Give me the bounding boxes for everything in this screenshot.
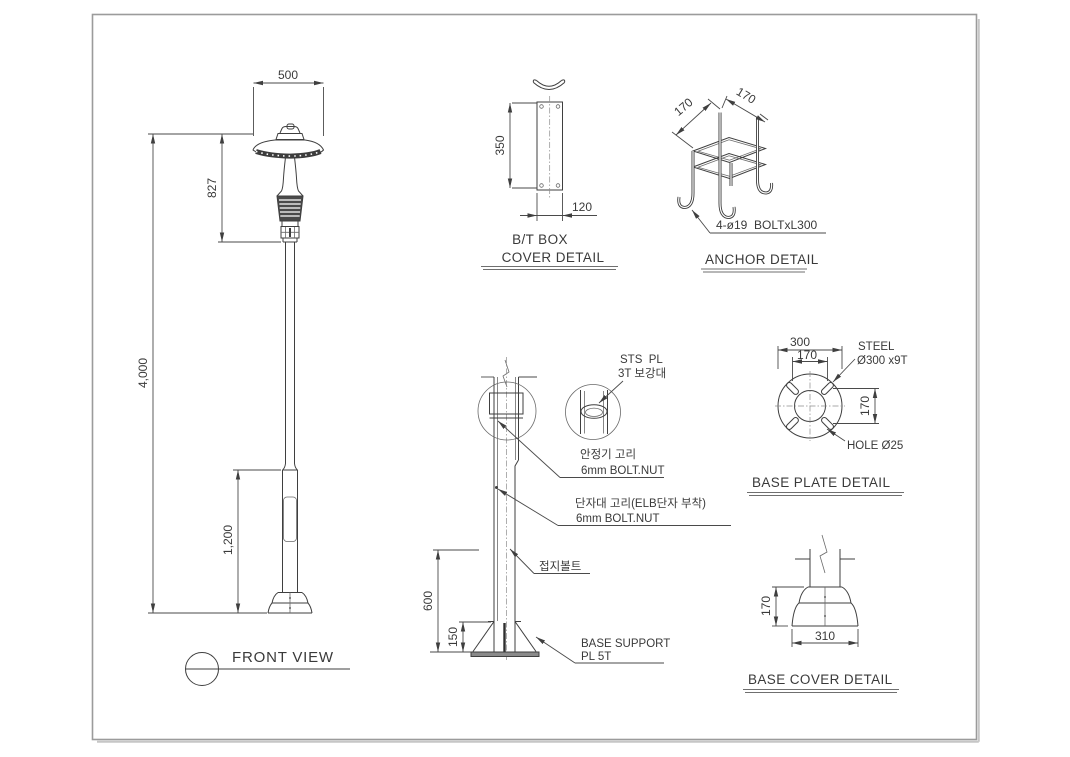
terminal-note-line1: 단자대 고리(ELB단자 부착) (575, 497, 706, 510)
base-cover-title-label: BASE COVER DETAIL (748, 672, 893, 687)
dim-150: 150 (446, 621, 491, 652)
steel-note: STEEL Ø300 x9T (832, 341, 908, 383)
base-support (470, 621, 540, 657)
dim-350: 350 (493, 102, 537, 189)
terminal-note: 단자대 고리(ELB단자 부착) 6mm BOLT.NUT (495, 486, 731, 526)
hole-note-label: HOLE Ø25 (847, 440, 903, 452)
plate-slots (785, 381, 834, 430)
dim-827: 827 (205, 134, 281, 243)
base-support-line2: PL 5T (581, 651, 611, 663)
sts-note-line2: 3T 보강대 (618, 367, 666, 380)
hand-hole-door (283, 496, 297, 542)
base-plate-title-label: BASE PLATE DETAIL (752, 475, 890, 490)
hole-note: HOLE Ø25 (826, 428, 903, 452)
anchor-title: ANCHOR DETAIL (701, 252, 819, 273)
dim-350-label: 350 (493, 135, 507, 155)
base-plate-title: BASE PLATE DETAIL (747, 475, 904, 497)
front-view-callout: FRONT VIEW (185, 649, 350, 686)
steel-note-line1: STEEL (858, 341, 895, 353)
pole (282, 242, 298, 593)
base-cover-detail: 170 310 BASE COVER DETAIL (743, 534, 899, 694)
ground-bolt-label: 접지볼트 (539, 560, 581, 573)
base-support-note: BASE SUPPORT PL 5T (535, 636, 670, 664)
front-view: 500 827 4,000 1,200 (136, 68, 350, 686)
dim-170-right: 170 (833, 388, 879, 424)
dim-4000-label: 4,000 (136, 358, 150, 388)
front-view-label: FRONT VIEW (232, 649, 334, 666)
ballast-note-line1: 안정기 고리 (580, 448, 636, 461)
base-bell (267, 592, 313, 614)
sts-note: STS PL 3T 보강대 (598, 354, 666, 404)
lamp-head (252, 123, 325, 243)
anchor-title-label: ANCHOR DETAIL (705, 252, 819, 267)
dim-170-cover: 170 (759, 586, 804, 627)
dim-310-label: 310 (815, 629, 835, 643)
dim-4000: 4,000 (136, 133, 267, 614)
bt-box-cover-detail: 350 120 B/T BOX COVER DETAIL (481, 79, 618, 271)
ballast-note: 안정기 고리 6mm BOLT.NUT (497, 420, 665, 478)
base-plate-detail: 300 170 170 STEEL Ø300 x9T HOLE Ø25 BASE… (747, 335, 908, 497)
dim-500-label: 500 (278, 68, 298, 82)
ground-bolt-note: 접지볼트 (509, 548, 590, 574)
bt-box-title-line1: B/T BOX (512, 232, 568, 247)
sheet-border (91, 13, 980, 743)
anchor-bolt-note: 4-ø19 BOLTxL300 (691, 209, 826, 234)
dim-150-label: 150 (446, 627, 460, 647)
dim-120: 120 (520, 193, 597, 221)
terminal-note-line2: 6mm BOLT.NUT (576, 513, 660, 525)
dim-300-label: 300 (790, 335, 810, 349)
heat-sink-ribs (279, 199, 301, 217)
ballast-note-line2: 6mm BOLT.NUT (581, 465, 665, 477)
anchor-bolts (677, 112, 774, 220)
dim-170-top: 170 (792, 348, 828, 381)
dim-120-label: 120 (572, 200, 592, 214)
dim-600-label: 600 (421, 591, 435, 611)
dim-170-cover-label: 170 (759, 596, 773, 616)
pole-section-detail: STS PL 3T 보강대 안정기 고리 6mm BOLT.NUT 단자대 고리… (421, 354, 731, 664)
cover-bell (791, 586, 859, 627)
cover-top-arc (532, 79, 566, 90)
bt-box-title: B/T BOX COVER DETAIL (481, 232, 618, 271)
base-cover-title: BASE COVER DETAIL (743, 672, 899, 694)
base-support-line1: BASE SUPPORT (581, 638, 670, 650)
dim-1200-label: 1,200 (221, 525, 235, 555)
dim-300: 300 (777, 335, 843, 369)
ballast-box-detail (477, 381, 537, 441)
cover-pole-stub (795, 534, 855, 587)
dim-1200: 1,200 (221, 469, 281, 613)
dim-827-label: 827 (205, 178, 219, 198)
dim-600: 600 (421, 549, 479, 653)
dim-310: 310 (791, 629, 859, 647)
sts-note-line1: STS PL (620, 354, 663, 366)
dim-170-right-label: 170 (858, 396, 872, 416)
bt-box-title-line2: COVER DETAIL (502, 250, 605, 265)
steel-note-line2: Ø300 x9T (857, 355, 908, 367)
anchor-bolt-note-label: 4-ø19 BOLTxL300 (716, 218, 817, 232)
dim-500: 500 (253, 68, 324, 136)
dim-170-top-label: 170 (797, 348, 817, 362)
